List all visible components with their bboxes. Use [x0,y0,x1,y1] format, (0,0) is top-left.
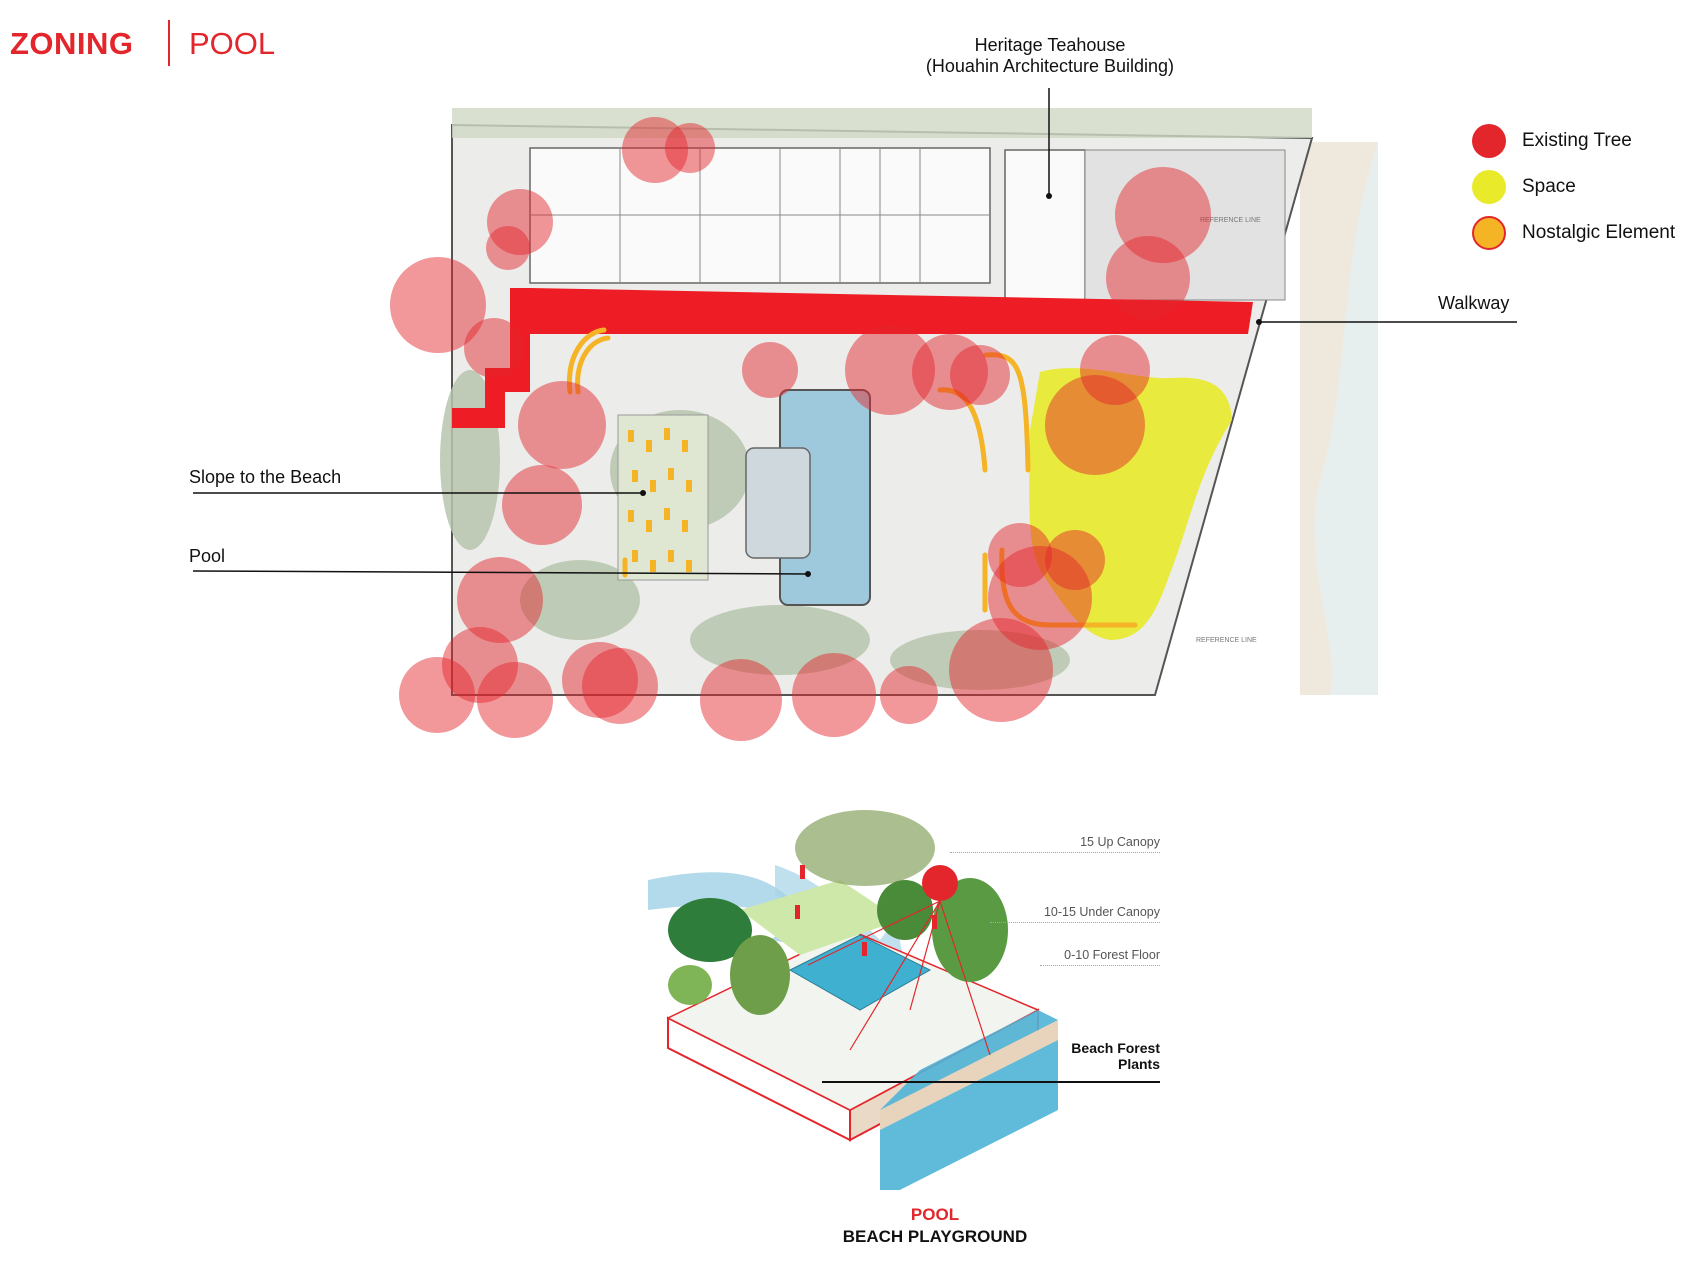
walkway-label: Walkway [1438,293,1510,313]
top-hedge [452,108,1312,138]
layer-label-0-10: 0-10 Forest Floor [1064,948,1160,962]
teahouse-label-line2: (Houahin Architecture Building) [925,56,1175,76]
pool-leader-dot [805,571,811,577]
slope-label: Slope to the Beach [189,467,342,487]
building-grid [530,148,990,283]
legend: Existing Tree Space Nostalgic Element [1472,124,1675,250]
reference-line-label: REFERENCE LINE [1196,637,1257,644]
diagram-caption-title: POOL [910,1205,960,1224]
legend-item-space: Space [1472,170,1675,204]
beach-water [1314,142,1378,695]
legend-swatch-nostalgic-element [1472,216,1506,250]
diagram-trees [668,810,1008,1015]
beach-strip [880,1020,1058,1130]
legend-label-existing-tree: Existing Tree [1522,130,1632,151]
isometric-diagram [648,810,1058,1190]
pool-deck [745,447,811,559]
legend-label-space: Space [1522,176,1576,197]
layer-line-15-up [950,852,1160,853]
beach-forest-label: Beach Forest Plants [1020,1040,1160,1072]
pool-label: Pool [189,546,226,566]
diagram-lawn [740,880,900,955]
teahouse-terrace [1084,149,1286,301]
beach-forest-leader-line [822,1081,1160,1083]
existing-trees [390,117,1211,741]
walkway-band [452,288,1253,428]
diagram-pool [788,934,932,1011]
page-subsection-title: POOL [189,26,276,61]
diagram-people-icons [795,865,937,956]
legend-item-existing-tree: Existing Tree [1472,124,1675,158]
sun-icon [922,865,958,901]
walkway-leader-dot [1256,319,1262,325]
diagram-caption-subtitle: BEACH PLAYGROUND [842,1227,1028,1246]
nostalgic-elements [566,327,1138,628]
space-zone [1029,368,1232,640]
heritage-teahouse-building [1004,149,1086,301]
slope-leader-dot [640,490,646,496]
beach-forest-label-line2: Plants [1117,1056,1160,1072]
legend-item-nostalgic-element: Nostalgic Element [1472,216,1675,250]
reference-line-top-label: REFERENCE LINE [1200,217,1261,224]
title-divider [168,20,170,66]
teahouse-leader-dot [1046,193,1052,199]
layer-line-0-10 [1040,965,1160,966]
layer-label-15-up: 15 Up Canopy [1080,835,1160,849]
beach-forest-label-line1: Beach Forest [1071,1040,1160,1056]
layer-line-10-15 [990,922,1160,923]
legend-swatch-space [1472,170,1506,204]
pool-leader-line [192,570,809,575]
teahouse-label-line1: Heritage Teahouse [974,35,1126,55]
teahouse-label: Heritage Teahouse (Houahin Architecture … [900,35,1200,77]
page-section-title: ZONING [10,26,134,61]
legend-swatch-existing-tree [1472,124,1506,158]
layer-label-10-15: 10-15 Under Canopy [1043,905,1160,919]
lounge-chairs [628,428,692,572]
legend-label-nostalgic-element: Nostalgic Element [1522,222,1676,243]
